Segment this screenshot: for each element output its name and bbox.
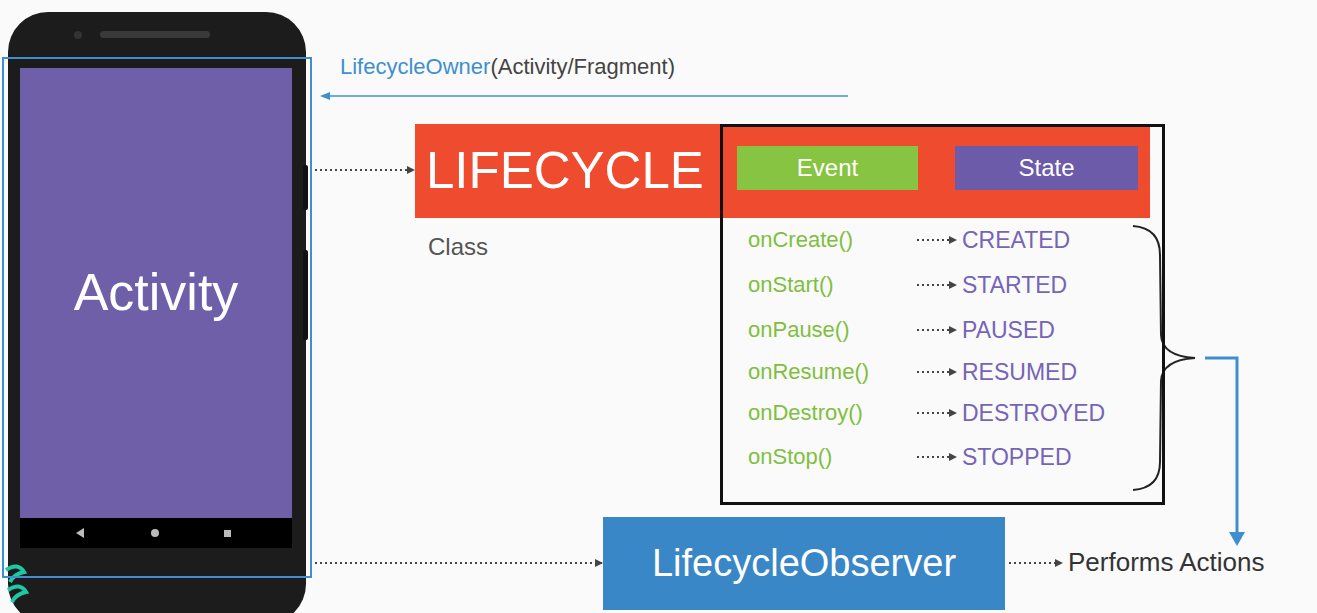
activity-label: Activity	[74, 263, 239, 323]
row-arrowheads	[949, 236, 957, 461]
event-state-item: onCreate()	[748, 227, 853, 252]
phone-camera	[74, 31, 82, 39]
class-title: LIFECYCLE	[426, 142, 704, 201]
event-state-item: onStart()	[748, 272, 834, 297]
phone-button	[303, 165, 308, 210]
nav-home-icon	[151, 529, 159, 537]
event-state-item: onStop()	[748, 444, 832, 469]
result-arrow	[1205, 358, 1237, 533]
event-title: Event	[797, 154, 858, 182]
event-state-item: PAUSED	[962, 317, 1055, 343]
arrowhead	[1055, 559, 1063, 567]
lifecycle-owner-frame: Activity	[2, 57, 312, 578]
event-state-item: DESTROYED	[962, 400, 1105, 426]
row-arrows	[917, 240, 950, 457]
lifecycle-observer-box: LifecycleObserver	[603, 517, 1005, 610]
state-box: State	[955, 146, 1138, 190]
owner-label: LifecycleOwner	[340, 54, 490, 79]
event-state-item: RESUMED	[962, 359, 1077, 385]
owner-note: (Activity/Fragment)	[490, 54, 675, 79]
dotted-arrow	[315, 562, 602, 564]
event-state-item: onPause()	[748, 317, 850, 342]
action-label: Performs Actions	[1068, 548, 1265, 578]
class-caption: Class	[428, 233, 488, 261]
event-state-item: onResume()	[748, 359, 869, 384]
phone-button	[303, 250, 308, 340]
nav-recent-icon	[224, 530, 231, 537]
state-title: State	[1018, 154, 1074, 182]
observer-title: LifecycleObserver	[652, 542, 956, 586]
dotted-arrow	[315, 169, 414, 171]
event-box: Event	[737, 146, 918, 190]
nav-bar	[20, 518, 292, 548]
logo-mark	[6, 566, 26, 602]
event-state-item: CREATED	[962, 227, 1070, 253]
owner-leader-line	[324, 95, 848, 97]
arrowhead	[320, 92, 330, 100]
event-state-item: onDestroy()	[748, 400, 863, 425]
phone-body	[8, 12, 306, 613]
action-leader-line	[1009, 562, 1056, 564]
event-state-item: STOPPED	[962, 444, 1072, 470]
nav-back-icon	[76, 528, 84, 538]
phone-speaker	[100, 31, 210, 38]
event-state-item: STARTED	[962, 272, 1067, 298]
event-state-box: onCreate() CREATED onStart() STARTED onPause…	[720, 124, 1165, 505]
phone-screen	[20, 68, 292, 518]
arrowhead	[1229, 532, 1245, 546]
